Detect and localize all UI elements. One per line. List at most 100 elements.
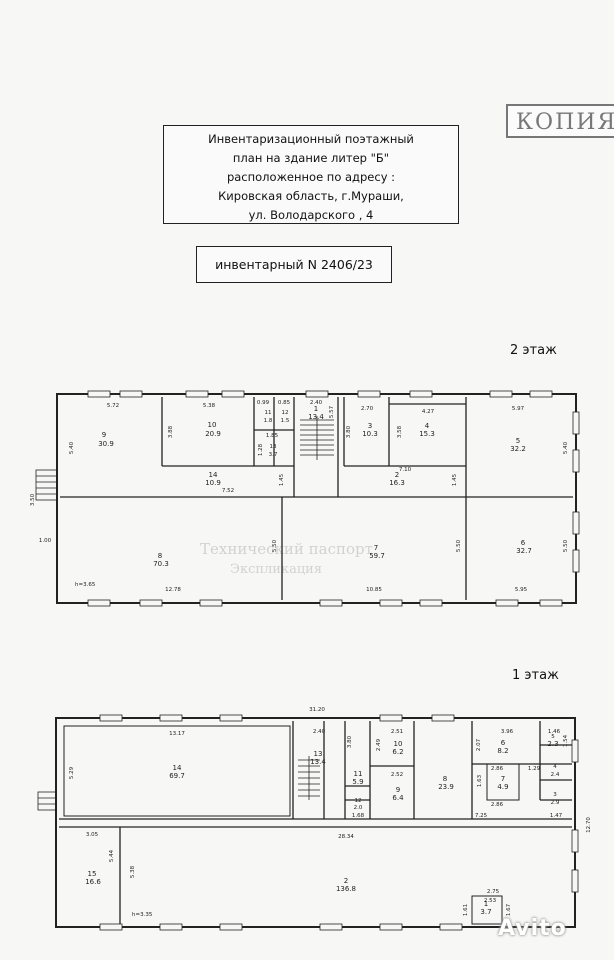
dimension-label: 28.34: [338, 834, 354, 840]
dimension-label: 2.51: [391, 729, 403, 735]
f1-room-11-number: 11: [354, 770, 363, 778]
dimension-label: 2.52: [391, 772, 403, 778]
dimension-label: 0.99: [257, 400, 270, 406]
f1-room-14-area: 69.7: [169, 772, 185, 780]
dimension-label: 5.57: [329, 405, 335, 418]
f2-room-6-area: 32.7: [516, 547, 532, 555]
f1-room-14-number: 14: [173, 764, 182, 772]
dimension-label: 2.75: [487, 889, 500, 895]
dimension-label: 2.70: [361, 406, 374, 412]
f1-room-6-area: 8.2: [497, 747, 508, 755]
f2-room-10-area: 20.9: [205, 430, 221, 438]
dimension-label: 1.00: [39, 538, 52, 544]
dimension-label: 3.58: [397, 425, 403, 438]
floor2-height: h=3.65: [75, 582, 96, 588]
dimension-label: 10.85: [366, 587, 382, 593]
f1-room-5-number: 5: [551, 734, 555, 740]
dimension-label: 3.96: [501, 729, 514, 735]
dimension-label: 5.29: [69, 766, 75, 779]
f2-room-9-number: 9: [102, 431, 106, 439]
f2-room-4-area: 15.3: [419, 430, 435, 438]
f1-room-5-area: 2.3: [547, 740, 558, 748]
f1-room-15-number: 15: [88, 870, 97, 878]
faded-background-text-1: Технический паспорт: [200, 540, 373, 558]
f1-room-1-area: 3.7: [480, 908, 491, 916]
dimension-label: 5.50: [272, 539, 278, 552]
dimension-label: 3.50: [30, 493, 36, 506]
dimension-label: 5.44: [109, 849, 115, 862]
dimension-label: 1.68: [352, 813, 365, 819]
f2-room-8-area: 70.3: [153, 560, 169, 568]
inventory-number-box: инвентарный N 2406/23: [196, 246, 392, 283]
dimension-label: 7.52: [222, 488, 234, 494]
f1-room-6-number: 6: [501, 739, 506, 747]
f1-room-12-area: 2.0: [354, 805, 363, 811]
f1-room-9-area: 6.4: [392, 794, 404, 802]
floor2-label: 2 этаж: [510, 343, 557, 358]
f2-room-11-number: 11: [265, 410, 272, 416]
dimension-label: 5.38: [203, 403, 216, 409]
dimension-label: 3.88: [168, 425, 174, 438]
floor1-height: h=3.35: [132, 912, 153, 918]
dimension-label: 5.40: [69, 441, 75, 454]
dimension-label: 7.10: [399, 467, 412, 473]
dimension-label: 12.70: [586, 817, 592, 833]
floor1-label: 1 этаж: [512, 668, 559, 683]
f2-room-12-area: 1.5: [281, 418, 290, 424]
copy-stamp: КОПИЯ: [506, 104, 614, 138]
dimension-label: 5.38: [130, 865, 136, 878]
dimension-label: 1.61: [463, 904, 469, 916]
dimension-label: 2.49: [376, 738, 382, 751]
dimension-label: 31.20: [309, 707, 325, 713]
dimension-label: 3.80: [347, 735, 353, 748]
f1-room-8-number: 8: [443, 775, 447, 783]
f1-room-8-area: 23.9: [438, 783, 454, 791]
dimension-label: 2.53: [484, 898, 497, 904]
title-box: Инвентаризационный поэтажный план на зда…: [163, 125, 459, 224]
f2-room-5-number: 5: [516, 437, 520, 445]
f2-room-9-area: 30.9: [98, 440, 114, 448]
f1-room-3-area: 2.9: [551, 800, 560, 806]
f2-room-3-number: 3: [368, 422, 372, 430]
dimension-label: 1.28: [258, 443, 264, 456]
f2-room-14-area: 10.9: [205, 479, 221, 487]
f1-room-10-area: 6.2: [392, 748, 403, 756]
dimension-label: 1.45: [452, 473, 458, 486]
dimension-label: 5.97: [512, 406, 525, 412]
f1-room-7-area: 4.9: [497, 783, 508, 791]
dimension-label: 13.17: [169, 731, 185, 737]
faded-background-text-2: Экспликация: [230, 562, 323, 577]
f1-room-3-number: 3: [553, 792, 557, 798]
dimension-label: 1.54: [563, 734, 569, 747]
dimension-label: 4.27: [422, 409, 435, 415]
f1-room-13-area: 13.4: [310, 758, 326, 766]
title-line-1: Инвентаризационный поэтажный: [208, 132, 414, 146]
title-line-2: план на здание литер "Б": [232, 151, 390, 165]
f2-room-11-area: 1.8: [264, 418, 273, 424]
f1-room-4-number: 4: [553, 764, 557, 770]
dimension-label: 2.07: [476, 738, 482, 751]
f2-room-1-area: 13.4: [308, 413, 324, 421]
dimension-label: 3.80: [346, 425, 352, 438]
dimension-label: 1.67: [506, 903, 512, 916]
f2-room-2-area: 16.3: [389, 479, 405, 487]
f2-room-13-area: 3.7: [269, 452, 278, 458]
dimension-label: 5.50: [456, 539, 462, 552]
f1-room-15-area: 16.6: [85, 878, 101, 886]
f1-room-13-number: 13: [314, 750, 323, 758]
dimension-label: 7.25: [475, 813, 488, 819]
f1-room-11-area: 5.9: [352, 778, 363, 786]
dimension-label: 12.78: [165, 587, 181, 593]
f2-room-6-number: 6: [521, 539, 526, 547]
f1-room-1-number: 1: [484, 900, 488, 908]
f1-room-9-number: 9: [396, 786, 400, 794]
inventory-number: инвентарный N 2406/23: [215, 257, 373, 272]
dimension-label: 2.40: [313, 729, 326, 735]
f2-room-7-area: 59.7: [369, 552, 385, 560]
dimension-label: 2.86: [491, 802, 504, 808]
title-line-4: Кировская область, г.Мураши,: [218, 189, 404, 203]
dimension-label: 1.29: [528, 766, 541, 772]
